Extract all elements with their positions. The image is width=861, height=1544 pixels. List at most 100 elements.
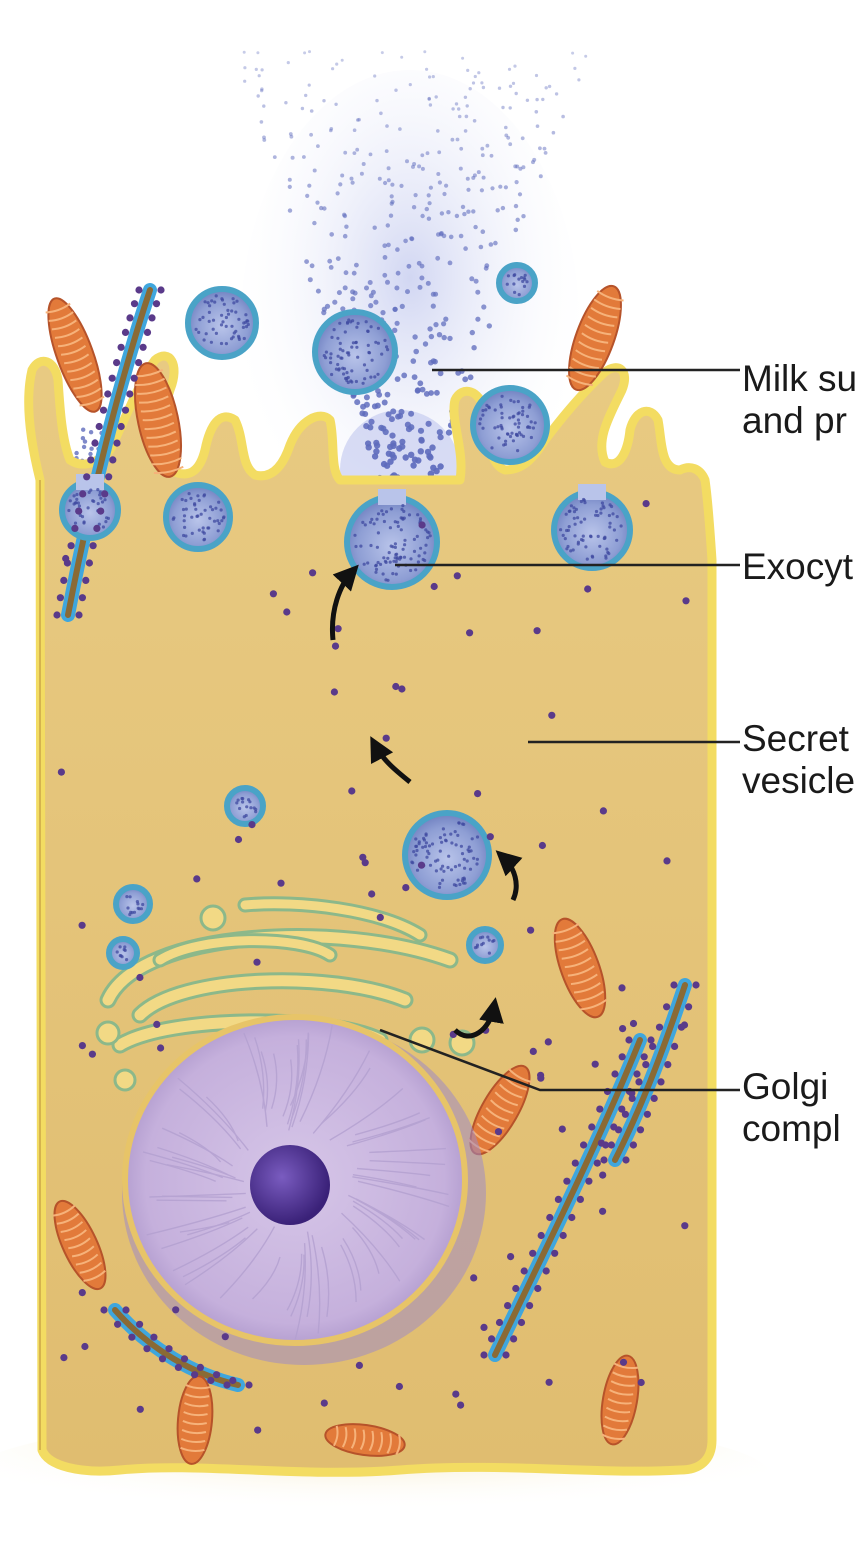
secretion-particle (319, 205, 324, 211)
secretion-particle (429, 444, 436, 451)
secretion-particle (287, 208, 293, 213)
secretion-particle (361, 162, 366, 166)
secretion-particle (480, 146, 485, 151)
secretion-particle (485, 143, 490, 148)
secretion-particle (521, 165, 526, 170)
secretion-particle (466, 68, 470, 72)
ribosome (331, 642, 340, 650)
secretion-particle (304, 93, 308, 98)
secretion-particle (525, 98, 530, 103)
secretion-particle (420, 166, 425, 171)
ribosome (117, 422, 125, 431)
secretion-particle (425, 280, 431, 286)
secretion-particle (367, 280, 373, 285)
secretion-particle (303, 51, 307, 55)
rough-er (61, 283, 692, 1392)
label-golgi-line2: compl (742, 1108, 841, 1149)
ribosome (193, 875, 201, 883)
secretion-particle (242, 50, 246, 54)
secretion-particle (352, 128, 357, 132)
secretion-particle (385, 411, 392, 418)
secretion-particle (436, 429, 443, 436)
ribosome (368, 890, 376, 898)
secretion-particle (446, 210, 451, 215)
secretion-particle (518, 166, 523, 171)
ribosome (546, 1213, 554, 1222)
secretion-particle (428, 75, 432, 79)
ribosome (474, 790, 482, 798)
secretion-particle (395, 270, 401, 276)
secretion-particle (454, 102, 459, 106)
secretion-particle (430, 358, 437, 364)
secretion-particle (483, 265, 489, 271)
ribosome (682, 597, 690, 605)
secretion-particle (471, 345, 477, 351)
ribosome (509, 1335, 518, 1343)
secretion-particle (390, 182, 395, 187)
ribosome (607, 1141, 616, 1149)
ribosome (172, 1306, 180, 1314)
ribosome (559, 1231, 567, 1240)
secretion-particle (316, 144, 320, 149)
ribosome (692, 981, 700, 989)
ribosome (392, 682, 400, 691)
ribosome (277, 879, 285, 887)
secretion-particle (461, 56, 465, 60)
secretion-particle (334, 102, 338, 107)
secretion-particle (455, 137, 460, 142)
secretion-particle (398, 127, 402, 131)
secretion-particle (322, 99, 326, 103)
secretion-particle (309, 109, 314, 113)
secretion-particle (385, 124, 389, 128)
secretion-particle (473, 278, 479, 284)
secretion-particle (389, 432, 396, 439)
secretion-particle (257, 74, 261, 78)
ribosome (544, 1038, 552, 1046)
secretion-particle (243, 66, 247, 70)
label-golgi: Golgi compl (742, 1066, 841, 1150)
secretion-particle (367, 424, 374, 431)
secretion-particle (332, 299, 338, 305)
secretion-particle (372, 225, 377, 230)
secretion-particle (428, 103, 433, 107)
label-golgi-line1: Golgi (742, 1066, 829, 1107)
secretion-particle (312, 220, 317, 226)
secretion-particle (504, 133, 509, 138)
secretion-particle (425, 67, 429, 71)
secretion-particle (368, 418, 375, 425)
ribosome (542, 1267, 550, 1275)
secretion-particle (338, 182, 343, 187)
ribosome (114, 1320, 122, 1328)
ribosome (223, 1381, 231, 1389)
secretion-particle (386, 166, 391, 171)
ribosome (126, 314, 134, 322)
secretion-particle (359, 410, 366, 417)
secretion-particle (309, 263, 315, 269)
ribosome (621, 1110, 630, 1118)
secretion-particle (462, 211, 467, 217)
label-secretory-line2: vesicle (742, 760, 856, 801)
secretion-particle (377, 176, 382, 181)
ribosome (78, 1042, 86, 1050)
ribosome (253, 958, 261, 966)
secretion-particle (335, 62, 339, 66)
ribosome (664, 1061, 672, 1069)
secretion-particle (89, 446, 94, 451)
ribosome (551, 1249, 559, 1257)
ribosome (480, 1351, 488, 1359)
secretion-particle (389, 194, 394, 199)
mitochondrion (600, 1354, 640, 1446)
secretion-particle (331, 67, 335, 71)
ribosome (670, 981, 678, 989)
secretion-particle (481, 85, 486, 90)
secretion-particle (506, 135, 511, 140)
ribosome (78, 594, 86, 602)
secretion-particle (419, 386, 426, 393)
ribosome (67, 542, 75, 550)
secretion-particle (434, 389, 440, 396)
secretion-particle (260, 87, 264, 91)
ribosome (113, 359, 121, 367)
ribosome (113, 439, 121, 447)
ribosome (635, 1078, 643, 1086)
